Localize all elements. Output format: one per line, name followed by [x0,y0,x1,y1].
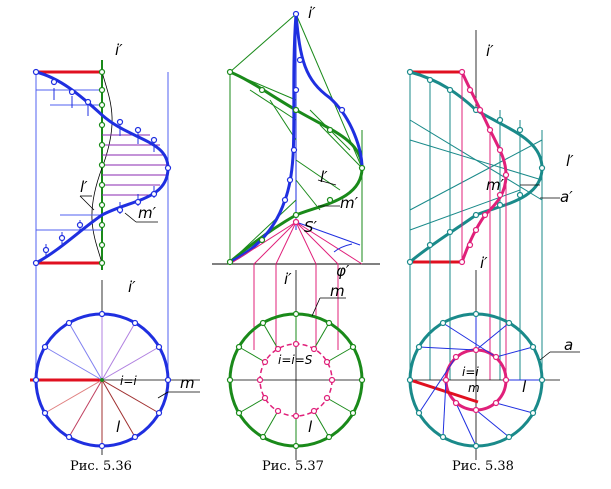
label-m-top: m [180,374,195,392]
label-axis-top: i′ [115,41,123,59]
label-m-front: m′ [486,176,505,194]
caption-5-37: Рис. 5.37 [262,459,324,474]
figure-5-38: i′ l′ m′ a′ i′ a i=i m l Рис. 5.38 [406,30,580,474]
label-l-front: l′ [566,152,574,170]
label-center: i=i [120,374,137,388]
label-m-top: m [330,282,345,300]
label-m-front: m′ [138,204,157,222]
label-m-top: m [468,381,480,395]
caption-5-36: Рис. 5.36 [70,459,132,474]
label-s-front: S′ [304,218,318,236]
label-phi: φ′ [336,262,350,280]
figure-5-37: i′ l′ m′ S′ i′ φ′ m i=i=S l Рис. 5.37 [212,4,380,474]
label-m-front: m′ [340,194,359,212]
label-center: i=i [462,365,479,379]
label-l-front: l′ [80,178,88,196]
label-l-front: l′ [320,168,328,186]
label-center: i=i=S [278,353,313,367]
label-l-top: l [116,418,121,436]
label-a-top: a [564,336,573,354]
blue-helix [229,13,364,264]
label-axis-top: i′ [308,4,316,22]
caption-5-38: Рис. 5.38 [452,459,514,474]
label-axis-top: i′ [486,42,494,60]
label-l-top: l [308,418,313,436]
label-axis-bottom: i′ [128,278,136,296]
label-l-top: l [522,378,527,396]
label-axis-base: i′ [284,270,292,288]
label-a-front: a′ [560,188,573,206]
label-axis-mid: i′ [480,254,488,272]
figure-5-36: i′ i′ l′ m′ i=i m l Рис. 5.36 [30,41,200,474]
